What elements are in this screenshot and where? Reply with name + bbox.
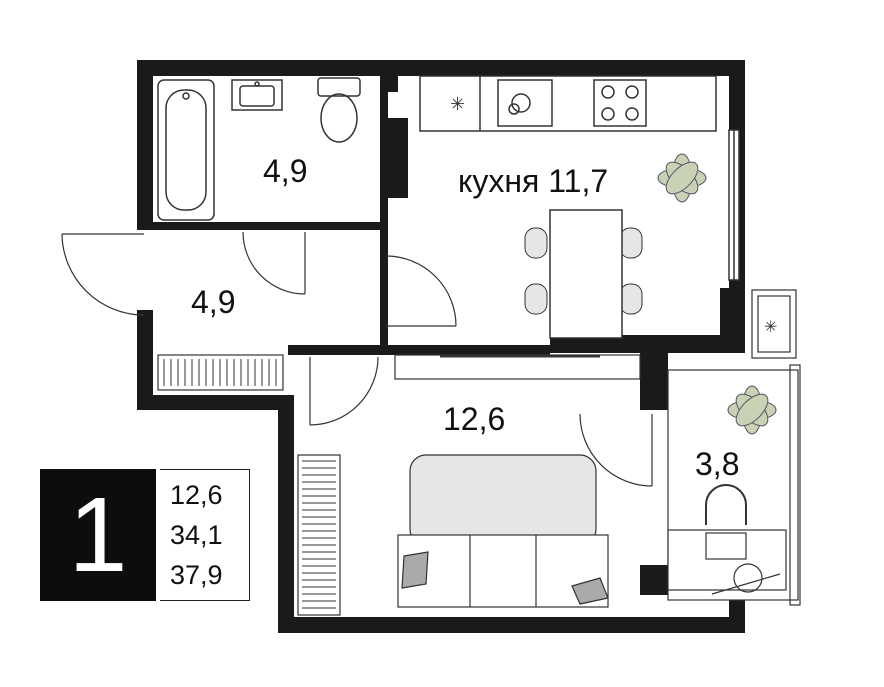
balcony (667, 289, 801, 606)
windows (728, 129, 740, 281)
living-area: 12,6 (170, 480, 223, 510)
plant-icon (727, 385, 777, 435)
room-label-kitchen: кухня 11,7 (458, 163, 608, 199)
radiator-icon (157, 354, 341, 616)
sink-icon (231, 79, 283, 111)
room-count-badge: 1 (40, 469, 156, 601)
room-label-hall: 4,9 (191, 284, 235, 320)
kitchen-counter (419, 75, 717, 132)
toilet-icon (317, 77, 361, 143)
room-label-balcony: 3,8 (695, 446, 739, 482)
tv-console-icon (394, 354, 641, 380)
walls (137, 60, 745, 633)
balcony-star-icon: ✳ (764, 317, 777, 336)
doors (61, 231, 653, 487)
room-label-bathroom: 4,9 (263, 153, 307, 189)
room-label-living-room: 12,6 (443, 401, 505, 437)
plant-icon (657, 153, 707, 203)
area-summary: 12,6 34,1 37,9 (160, 469, 250, 601)
dining-table-icon (524, 209, 643, 339)
fridge-star-icon: ✳ (450, 94, 465, 115)
desk-icon (667, 484, 787, 595)
bathtub-icon (157, 79, 215, 221)
total-area: 34,1 (170, 520, 223, 550)
sofa-icon (397, 454, 609, 608)
total-area-with-balcony: 37,9 (170, 560, 223, 590)
